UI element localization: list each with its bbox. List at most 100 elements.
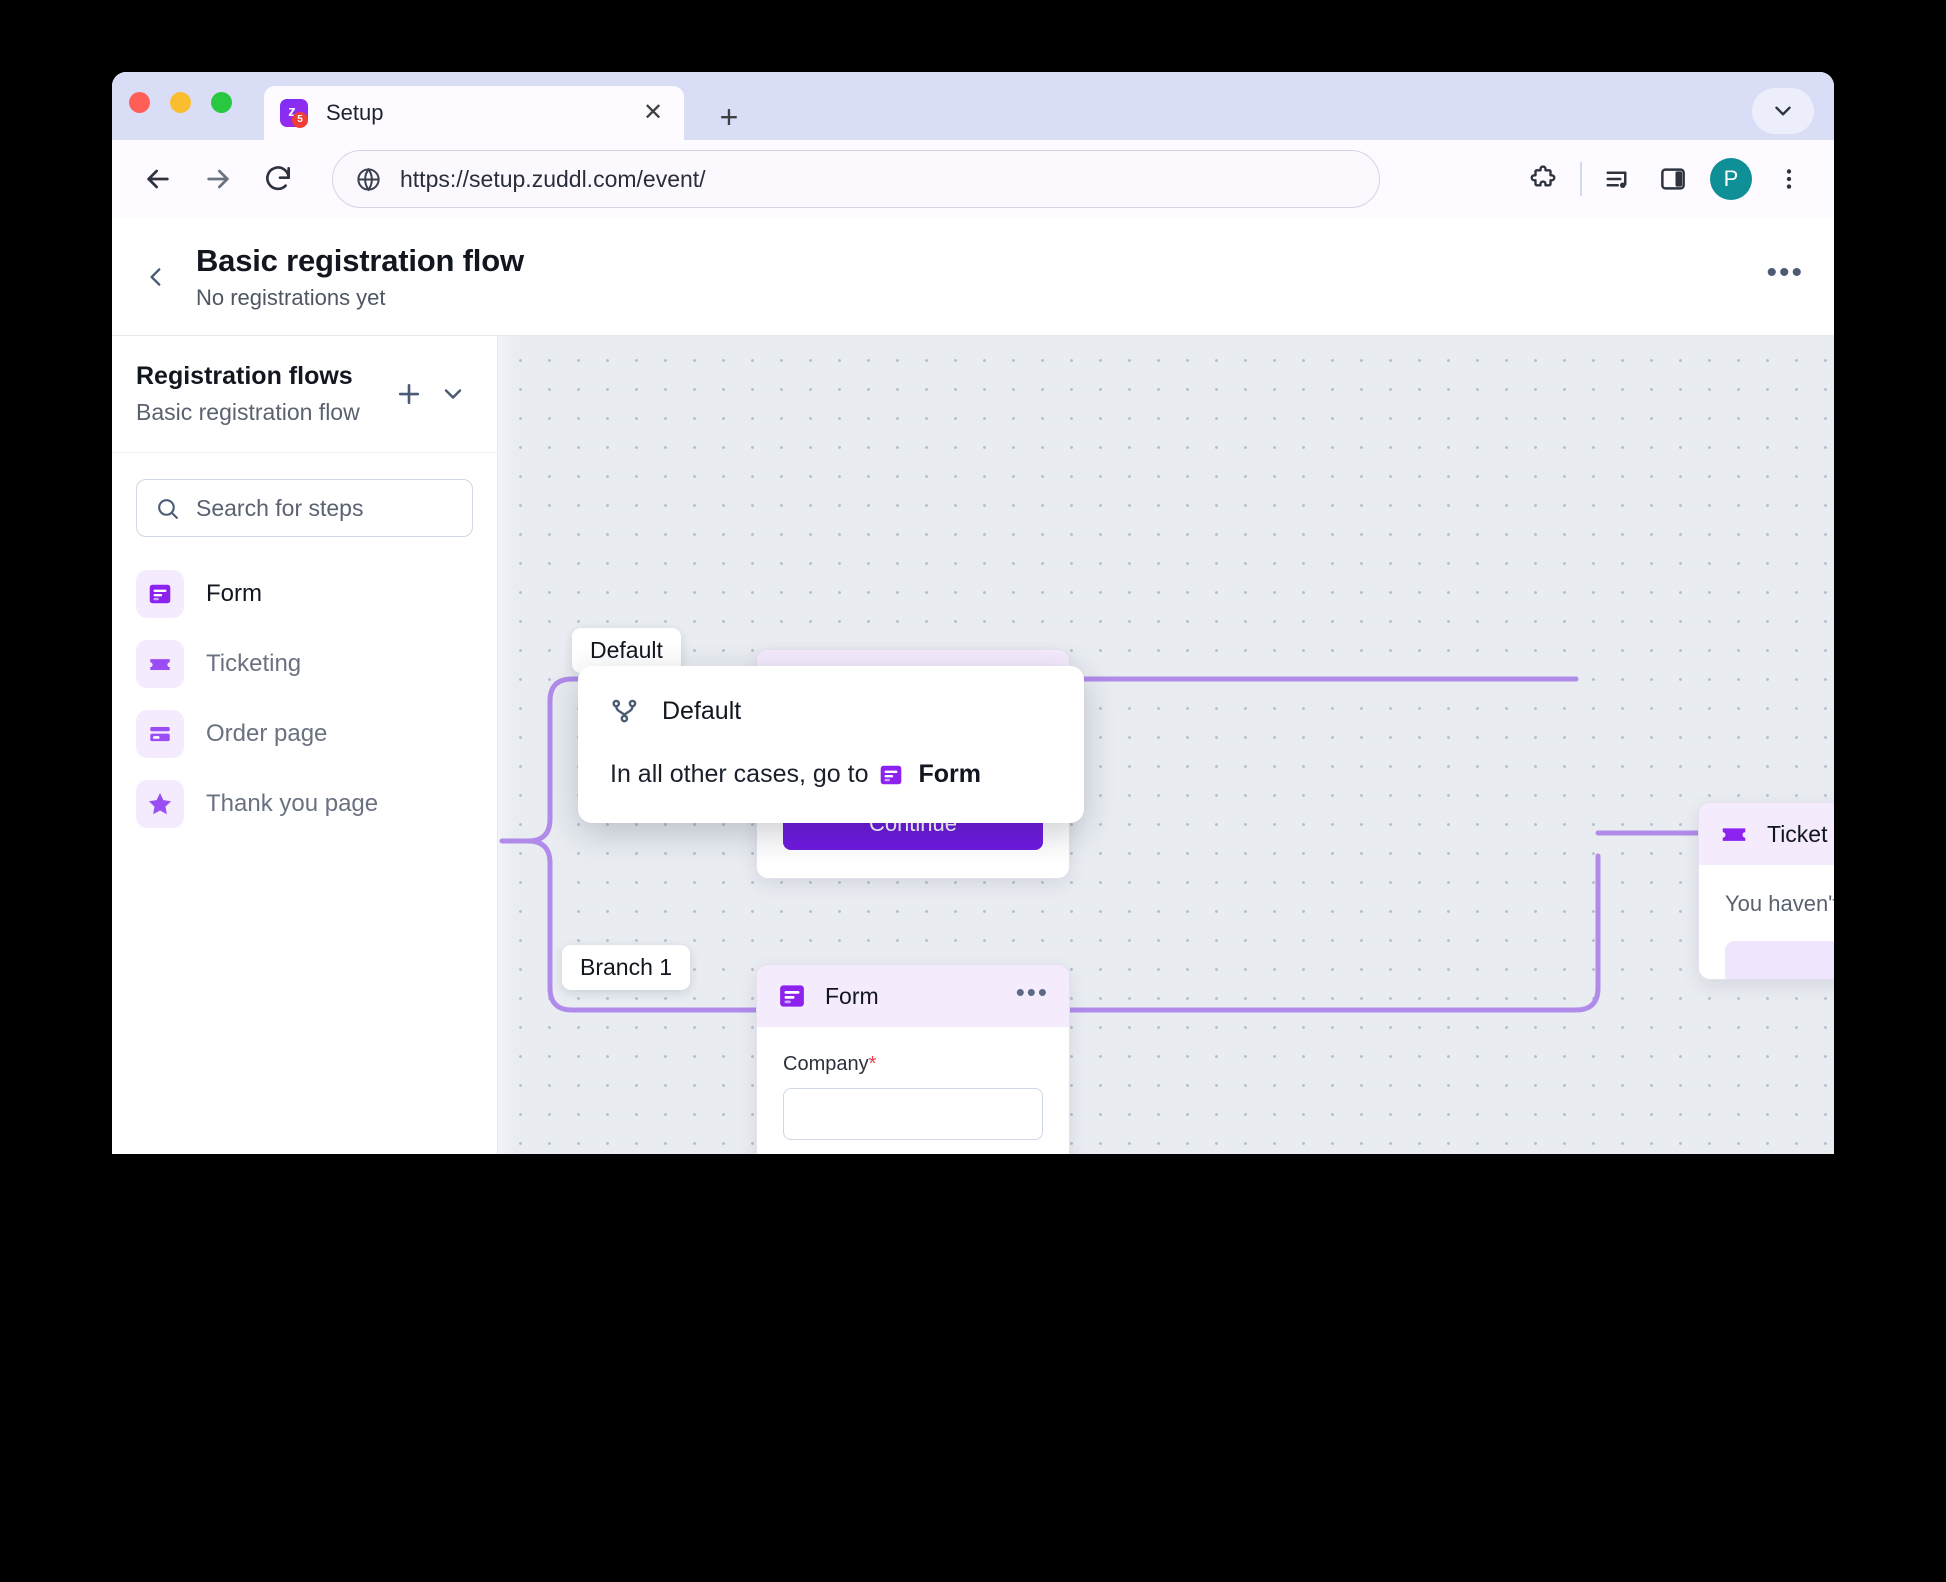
add-flow-button[interactable]: [387, 372, 431, 416]
required-marker: *: [868, 1053, 877, 1075]
company-input[interactable]: [783, 1088, 1043, 1140]
search-section: Search for steps: [112, 453, 497, 537]
card-icon: [136, 710, 184, 758]
close-window-button[interactable]: [129, 92, 150, 113]
connector-branch-1: [525, 838, 759, 1013]
tab-search-button[interactable]: [1752, 88, 1814, 134]
search-placeholder: Search for steps: [196, 494, 364, 521]
sidebar-item-label: Form: [206, 580, 262, 607]
browser-window: z 5 Setup ✕ +: [112, 72, 1834, 1154]
ticket-placeholder-box: [1725, 941, 1834, 979]
ticket-empty-text: You haven't: [1725, 891, 1834, 916]
popover-description-prefix: In all other cases, go to: [610, 760, 869, 788]
address-bar[interactable]: https://setup.zuddl.com/event/: [332, 150, 1380, 208]
steps-sidebar: Registration flows Basic registration fl…: [112, 336, 498, 1154]
arrow-left-icon: [147, 169, 169, 189]
edge-label-default[interactable]: Default: [572, 628, 681, 673]
search-input[interactable]: Search for steps: [136, 479, 473, 537]
search-icon: [155, 496, 180, 521]
sidebar-item-order-page[interactable]: Order page: [112, 699, 497, 769]
ticket-icon: [136, 640, 184, 688]
back-button[interactable]: [132, 153, 184, 205]
branch-popover[interactable]: Default In all other cases, go to Form: [578, 666, 1084, 823]
popover-title: Default: [662, 696, 742, 725]
connector-form-to-ticket: [1065, 853, 1601, 1013]
form-icon: [777, 981, 807, 1011]
minimize-window-button[interactable]: [170, 92, 191, 113]
popover-title-row: Default: [610, 696, 1052, 726]
address-bar-url: https://setup.zuddl.com/event/: [400, 165, 706, 192]
app-body: Registration flows Basic registration fl…: [112, 336, 1834, 1154]
flow-canvas[interactable]: Continue Form •••: [498, 336, 1834, 1154]
expand-flows-button[interactable]: [431, 372, 475, 416]
side-panel-button[interactable]: [1648, 154, 1698, 204]
node-title: Form: [825, 982, 879, 1009]
favicon-badge: 5: [292, 112, 308, 128]
header-text-group: Basic registration flow No registrations…: [196, 243, 524, 311]
page-subtitle: No registrations yet: [196, 284, 386, 310]
flow-connectors: [499, 676, 1701, 1013]
side-panel-icon: [1661, 168, 1685, 190]
node-header: Form •••: [757, 965, 1069, 1027]
registration-flows-text: Registration flows Basic registration fl…: [136, 362, 387, 426]
sidebar-item-label: Ticketing: [206, 650, 302, 677]
star-icon: [136, 780, 184, 828]
globe-icon: [355, 166, 382, 193]
popover-description: In all other cases, go to Form: [610, 760, 1052, 789]
canvas-left-fade: [498, 336, 514, 1154]
sidebar-item-thank-you-page[interactable]: Thank you page: [112, 769, 497, 839]
sidebar-item-label: Thank you page: [206, 790, 379, 817]
chevron-left-icon: [150, 267, 161, 286]
form-icon: [878, 762, 904, 788]
header-back-button[interactable]: [134, 255, 178, 299]
browser-toolbar: https://setup.zuddl.com/event/: [112, 140, 1834, 218]
forward-button[interactable]: [192, 153, 244, 205]
flow-node-form[interactable]: Form ••• Company* Continue: [756, 964, 1070, 1154]
close-tab-icon[interactable]: ✕: [642, 99, 664, 126]
media-playlist-icon: [1606, 171, 1627, 188]
browser-tabstrip: z 5 Setup ✕ +: [112, 72, 1834, 140]
browser-menu-button[interactable]: [1764, 154, 1814, 204]
reload-button[interactable]: [252, 153, 304, 205]
new-tab-icon[interactable]: +: [719, 99, 739, 135]
field-label-text: Company: [783, 1053, 869, 1075]
registration-flows-block: Registration flows Basic registration fl…: [112, 336, 497, 453]
popover-target-label: Form: [918, 760, 981, 788]
node-header: Ticket s: [1699, 803, 1834, 865]
window-traffic-lights: [129, 92, 232, 113]
extensions-puzzle-icon: [1530, 165, 1556, 187]
form-icon: [136, 570, 184, 618]
toolbar-icon-group: P: [1518, 154, 1814, 204]
arrow-right-icon: [207, 169, 229, 189]
connector-default-branch: [525, 676, 759, 844]
reload-icon: [266, 166, 290, 191]
sidebar-item-form[interactable]: Form: [112, 559, 497, 629]
node-title: Ticket s: [1767, 820, 1834, 847]
profile-avatar[interactable]: P: [1710, 158, 1752, 200]
tab-title: Setup: [326, 100, 384, 125]
branch-icon: [610, 696, 640, 726]
field-label: Company*: [783, 1053, 1043, 1076]
registration-flows-current: Basic registration flow: [136, 399, 360, 425]
chevron-down-icon: [444, 389, 462, 399]
page-header: Basic registration flow No registrations…: [112, 218, 1834, 336]
edge-label-branch-1[interactable]: Branch 1: [562, 945, 691, 990]
page-title: Basic registration flow: [196, 242, 524, 278]
sidebar-item-ticketing[interactable]: Ticketing: [112, 629, 497, 699]
flow-node-ticket[interactable]: Ticket s You haven't: [1698, 802, 1834, 980]
extensions-button[interactable]: [1518, 154, 1568, 204]
browser-menu-icon: [1786, 169, 1792, 189]
zuddl-favicon: z 5: [280, 99, 308, 128]
sidebar-item-label: Order page: [206, 720, 328, 747]
registration-flows-title: Registration flows: [136, 362, 353, 390]
node-more-button[interactable]: •••: [1015, 977, 1049, 1007]
header-more-button[interactable]: •••: [1766, 255, 1804, 289]
node-body: Company* Continue: [757, 1027, 1069, 1154]
steps-list: Form Ticketing: [112, 537, 497, 839]
toolbar-divider: [1580, 162, 1582, 196]
browser-tab[interactable]: z 5 Setup ✕: [264, 86, 684, 140]
maximize-window-button[interactable]: [211, 92, 232, 113]
ticket-icon: [1719, 819, 1749, 849]
favicon-letter: z: [288, 102, 296, 120]
media-control-button[interactable]: [1594, 154, 1644, 204]
